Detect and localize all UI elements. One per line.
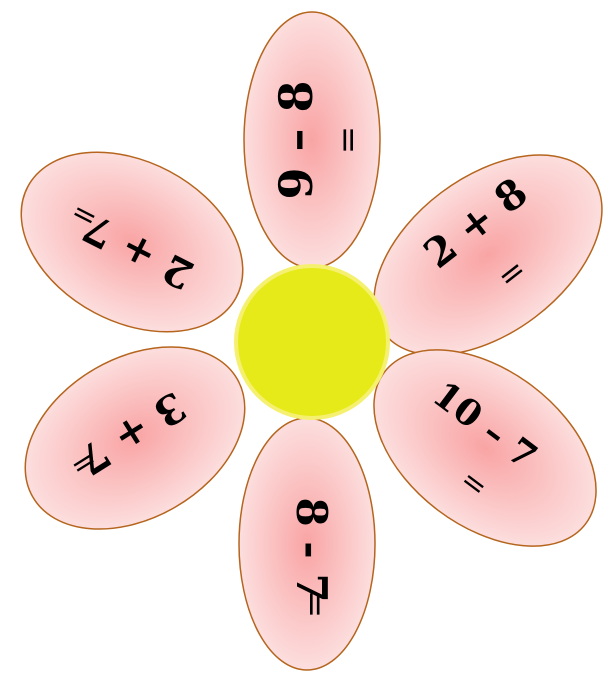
- flower-center: [236, 266, 388, 418]
- petal-upper-left: 2 + 7 =: [0, 116, 274, 368]
- petal-top-expression: 9 – 8: [269, 80, 323, 199]
- petal-bottom-equals: =: [295, 590, 335, 619]
- petal-top-equals: =: [328, 126, 368, 155]
- petal-top: 9 – 8 =: [244, 12, 380, 268]
- petal-bottom: 8 - 7 =: [239, 418, 375, 670]
- petal-bottom-expression: 8 - 7: [287, 497, 336, 602]
